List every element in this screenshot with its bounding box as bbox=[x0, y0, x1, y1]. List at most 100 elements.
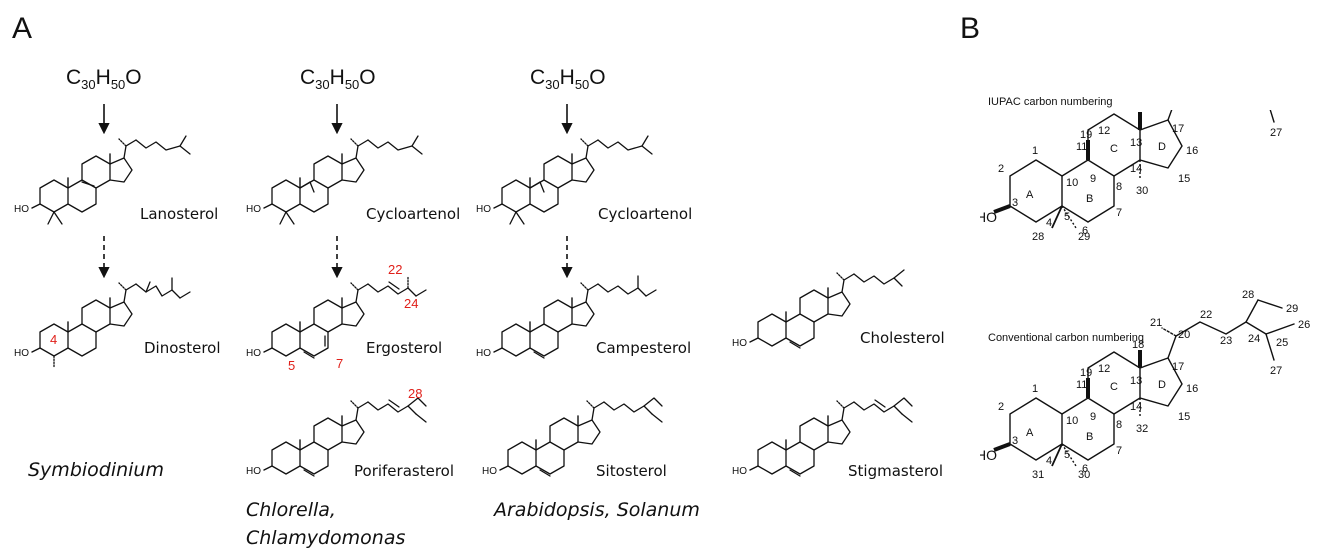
svg-text:HO: HO bbox=[980, 209, 997, 225]
svg-text:30: 30 bbox=[1136, 185, 1148, 197]
svg-text:1: 1 bbox=[1032, 383, 1038, 395]
name-cycloartenol-2: Cycloartenol bbox=[598, 205, 693, 223]
svg-text:HO: HO bbox=[732, 466, 747, 477]
svg-text:10: 10 bbox=[1066, 177, 1078, 189]
svg-text:HO: HO bbox=[476, 204, 491, 215]
svg-text:20: 20 bbox=[1178, 329, 1190, 341]
red-number-28: 28 bbox=[408, 386, 422, 401]
svg-text:HO: HO bbox=[246, 348, 261, 359]
svg-text:26: 26 bbox=[1298, 319, 1310, 331]
red-number-24: 24 bbox=[404, 296, 418, 311]
svg-text:9: 9 bbox=[1090, 173, 1096, 185]
structure-cycloartenol-1: HO bbox=[246, 135, 423, 225]
svg-text:B: B bbox=[1086, 193, 1093, 205]
svg-text:28: 28 bbox=[1242, 289, 1254, 301]
panel-a-pathways: HO HO 4 HO HO 22 24 5 7 bbox=[14, 104, 913, 477]
svg-text:11: 11 bbox=[1076, 141, 1087, 153]
svg-text:B: B bbox=[1086, 431, 1093, 443]
svg-text:HO: HO bbox=[246, 204, 261, 215]
name-cholesterol: Cholesterol bbox=[860, 329, 945, 347]
structure-conventional: HO A B C D 1 2 3 4 5 6 7 8 9 10 11 12 13… bbox=[980, 289, 1310, 481]
name-poriferasterol: Poriferasterol bbox=[354, 462, 454, 480]
svg-text:30: 30 bbox=[1078, 469, 1090, 481]
svg-text:21: 21 bbox=[1150, 317, 1162, 329]
iupac-title: IUPAC carbon numbering bbox=[988, 96, 1113, 108]
structure-lanosterol: HO bbox=[14, 135, 191, 225]
svg-text:25: 25 bbox=[1276, 110, 1288, 111]
svg-text:C: C bbox=[1110, 381, 1118, 393]
svg-text:19: 19 bbox=[1080, 129, 1092, 141]
name-ergosterol: Ergosterol bbox=[366, 339, 443, 357]
svg-text:4: 4 bbox=[1046, 217, 1052, 229]
panel-b-numbering: HO A B C D 1 2 3 4 5 6 7 8 9 10 11 12 13… bbox=[980, 110, 1310, 481]
structure-stigmasterol: HO bbox=[732, 397, 913, 477]
structure-dinosterol: HO 4 bbox=[14, 277, 191, 369]
svg-text:27: 27 bbox=[1270, 365, 1282, 377]
svg-text:29: 29 bbox=[1078, 231, 1090, 243]
svg-text:HO: HO bbox=[14, 348, 29, 359]
organism-arabidopsis-solanum: Arabidopsis, Solanum bbox=[494, 499, 700, 521]
svg-text:31: 31 bbox=[1032, 469, 1044, 481]
svg-text:2: 2 bbox=[998, 401, 1004, 413]
svg-text:7: 7 bbox=[1116, 207, 1122, 219]
formula-column-1: C30H50O bbox=[66, 66, 142, 93]
svg-text:5: 5 bbox=[1064, 449, 1070, 461]
svg-text:D: D bbox=[1158, 141, 1166, 153]
structure-ergosterol: HO 22 24 5 7 bbox=[246, 262, 427, 373]
structure-poriferasterol: HO 28 bbox=[246, 386, 427, 477]
formula-column-3: C30H50O bbox=[530, 66, 606, 93]
svg-text:27: 27 bbox=[1270, 127, 1282, 139]
structure-cholesterol: HO bbox=[732, 269, 905, 349]
svg-text:HO: HO bbox=[246, 466, 261, 477]
svg-text:3: 3 bbox=[1012, 435, 1018, 447]
name-lanosterol: Lanosterol bbox=[140, 205, 219, 223]
formula-column-2: C30H50O bbox=[300, 66, 376, 93]
svg-text:6: 6 bbox=[1082, 225, 1088, 237]
svg-text:A: A bbox=[1026, 427, 1034, 439]
svg-text:2: 2 bbox=[998, 163, 1004, 175]
svg-text:9: 9 bbox=[1090, 411, 1096, 423]
svg-text:29: 29 bbox=[1286, 303, 1298, 315]
svg-text:24: 24 bbox=[1248, 333, 1260, 345]
name-sitosterol: Sitosterol bbox=[596, 462, 667, 480]
svg-text:13: 13 bbox=[1130, 375, 1142, 387]
svg-text:HO: HO bbox=[476, 348, 491, 359]
svg-text:11: 11 bbox=[1076, 379, 1087, 391]
red-number-22: 22 bbox=[388, 262, 402, 277]
svg-text:1: 1 bbox=[1032, 145, 1038, 157]
svg-text:4: 4 bbox=[1046, 455, 1052, 467]
svg-text:18: 18 bbox=[1132, 339, 1144, 351]
svg-text:15: 15 bbox=[1178, 411, 1190, 423]
svg-text:HO: HO bbox=[482, 466, 497, 477]
name-stigmasterol: Stigmasterol bbox=[848, 462, 944, 480]
svg-text:A: A bbox=[1026, 189, 1034, 201]
organism-chlorella-chlamydomonas: Chlorella, Chlamydomonas bbox=[246, 499, 406, 549]
svg-text:HO: HO bbox=[14, 204, 29, 215]
svg-text:8: 8 bbox=[1116, 419, 1122, 431]
red-number-7: 7 bbox=[336, 356, 343, 371]
svg-text:3: 3 bbox=[1012, 197, 1018, 209]
svg-text:16: 16 bbox=[1186, 145, 1198, 157]
svg-text:28: 28 bbox=[1032, 231, 1044, 243]
svg-text:17: 17 bbox=[1172, 361, 1184, 373]
structure-iupac: HO A B C D 1 2 3 4 5 6 7 8 9 10 11 12 13… bbox=[980, 110, 1288, 243]
red-number-4: 4 bbox=[50, 332, 57, 347]
svg-text:19: 19 bbox=[1080, 367, 1092, 379]
svg-text:10: 10 bbox=[1066, 415, 1078, 427]
name-dinosterol: Dinosterol bbox=[144, 339, 221, 357]
svg-text:D: D bbox=[1158, 379, 1166, 391]
organism-symbiodinium: Symbiodinium bbox=[28, 459, 164, 481]
svg-text:13: 13 bbox=[1130, 137, 1142, 149]
panel-label-a: A bbox=[12, 12, 33, 45]
svg-text:22: 22 bbox=[1200, 309, 1212, 321]
red-number-5: 5 bbox=[288, 358, 295, 373]
svg-text:14: 14 bbox=[1130, 401, 1142, 413]
svg-text:8: 8 bbox=[1116, 181, 1122, 193]
name-cycloartenol-1: Cycloartenol bbox=[366, 205, 461, 223]
svg-text:6: 6 bbox=[1082, 463, 1088, 475]
svg-text:HO: HO bbox=[732, 338, 747, 349]
structure-campesterol: HO bbox=[476, 275, 657, 359]
svg-text:16: 16 bbox=[1186, 383, 1198, 395]
structure-sitosterol: HO bbox=[482, 397, 663, 477]
svg-text:7: 7 bbox=[1116, 445, 1122, 457]
